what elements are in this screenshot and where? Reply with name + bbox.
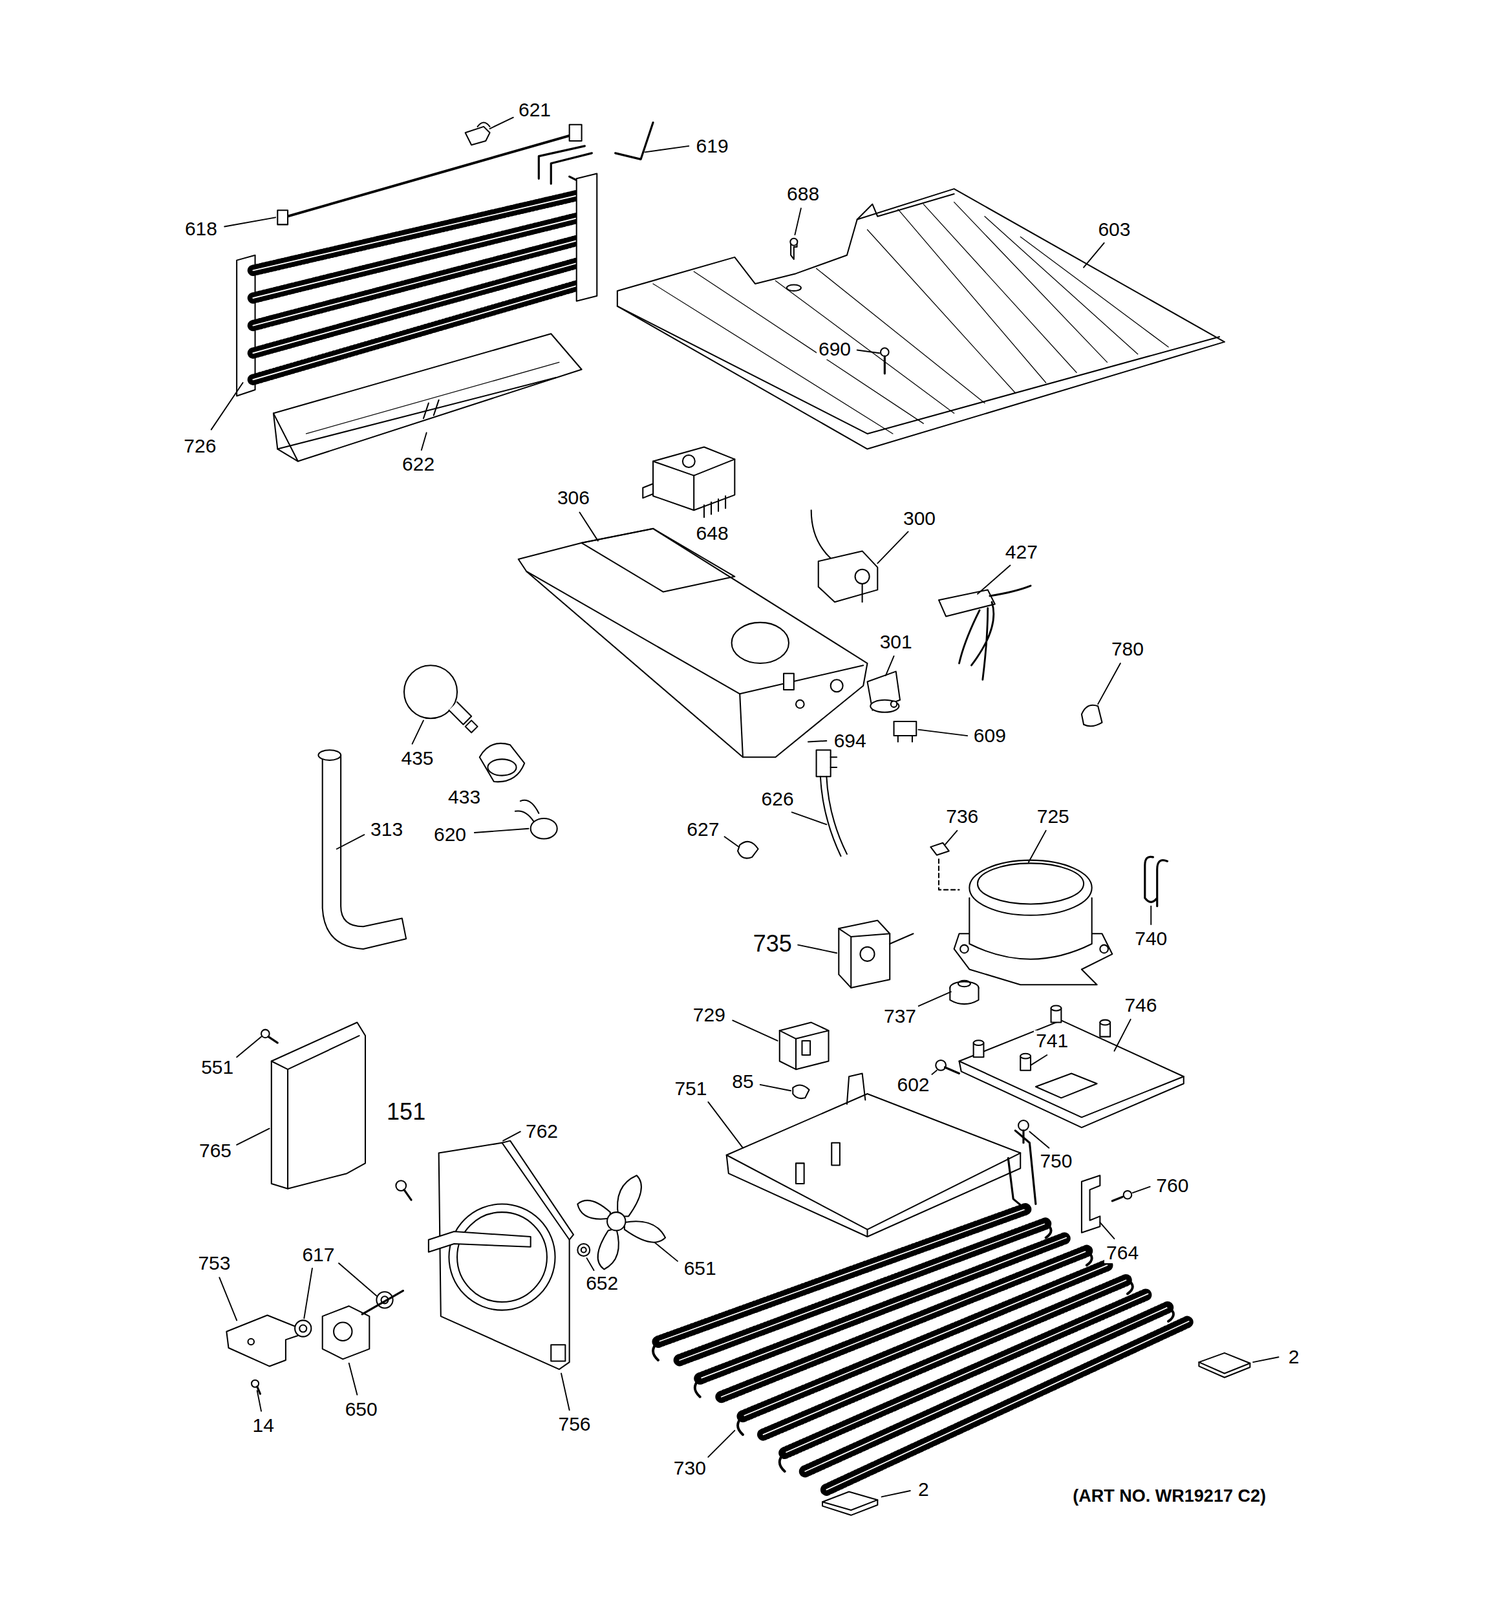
drain-pan (726, 1073, 1021, 1237)
fan-blade (577, 1175, 666, 1270)
callout-number: 690 (816, 338, 853, 360)
power-cord (737, 750, 847, 859)
callout-number: 780 (1109, 638, 1146, 660)
bracket (1081, 1175, 1132, 1233)
fan-motor (226, 1291, 403, 1394)
callout-number: 765 (197, 1140, 234, 1162)
callout-number: 735 (751, 931, 794, 957)
callout-number: 650 (343, 1399, 380, 1420)
callout-number: 603 (1095, 219, 1133, 240)
callout-number: 694 (832, 730, 869, 752)
callout-number: 551 (199, 1057, 236, 1078)
callout-number: 85 (729, 1071, 756, 1093)
control-housing (518, 528, 868, 758)
callout-number: 617 (300, 1244, 337, 1266)
fan-shroud (428, 1141, 574, 1371)
callout-number: 751 (672, 1078, 709, 1100)
callout-number: 737 (881, 1006, 919, 1027)
drain-hose (318, 750, 407, 950)
callout-number: 306 (555, 487, 592, 509)
callout-number: 433 (446, 786, 483, 808)
callout-number: 648 (694, 523, 731, 544)
screw (395, 1180, 412, 1200)
callout-number: 736 (943, 806, 981, 827)
leader-lines (211, 117, 1279, 1498)
callout-number: 725 (1035, 806, 1072, 827)
callout-number: 313 (368, 819, 405, 840)
compressor (930, 843, 1168, 985)
screws (790, 238, 889, 374)
tube-piece (615, 122, 654, 160)
art-number: (ART NO. WR19217 C2) (1070, 1486, 1268, 1506)
callout-number: 750 (1037, 1150, 1074, 1172)
drain-trough (273, 333, 582, 461)
overload (779, 1022, 960, 1100)
wire-cap (515, 800, 558, 840)
mounting-plate (959, 1006, 1184, 1144)
callout-number: 602 (894, 1074, 932, 1096)
callout-number: 619 (694, 135, 731, 157)
callout-number: 746 (1122, 995, 1159, 1016)
callout-number: 621 (516, 99, 553, 121)
callout-number: 730 (671, 1457, 708, 1479)
callout-number: 627 (684, 819, 721, 840)
callout-number: 741 (1033, 1030, 1071, 1052)
callout-number: 753 (195, 1253, 233, 1274)
condenser-coil (653, 1130, 1190, 1491)
callout-number: 760 (1154, 1175, 1191, 1197)
callout-number: 609 (971, 725, 1008, 747)
callout-number: 726 (181, 435, 218, 457)
callout-number: 740 (1132, 928, 1169, 950)
callout-number: 652 (583, 1273, 621, 1294)
callout-number: 626 (759, 788, 796, 810)
callout-number: 729 (691, 1004, 728, 1026)
callout-number: 688 (784, 183, 822, 205)
callout-number: 2 (1286, 1346, 1302, 1368)
freezer-tray (617, 188, 1225, 449)
callout-number: 764 (1104, 1242, 1141, 1264)
callout-number: 618 (182, 218, 220, 240)
callout-number: 620 (431, 824, 469, 846)
callout-number: 151 (384, 1099, 428, 1125)
callout-number: 14 (250, 1415, 276, 1436)
callout-number: 300 (901, 508, 938, 529)
callout-number: 622 (400, 453, 437, 475)
wire-connector (938, 585, 1031, 680)
callout-number: 301 (878, 631, 915, 653)
callout-number: 435 (398, 748, 436, 769)
defrost-timer (642, 446, 735, 518)
callout-number: 427 (1003, 541, 1040, 563)
callout-number: 762 (523, 1121, 560, 1142)
start-relay (838, 920, 979, 1005)
thermostat (811, 510, 879, 602)
callout-number: 756 (556, 1414, 593, 1435)
callout-number: 651 (682, 1258, 719, 1279)
callout-number: 2 (916, 1479, 932, 1500)
cover-plate (261, 1022, 366, 1190)
